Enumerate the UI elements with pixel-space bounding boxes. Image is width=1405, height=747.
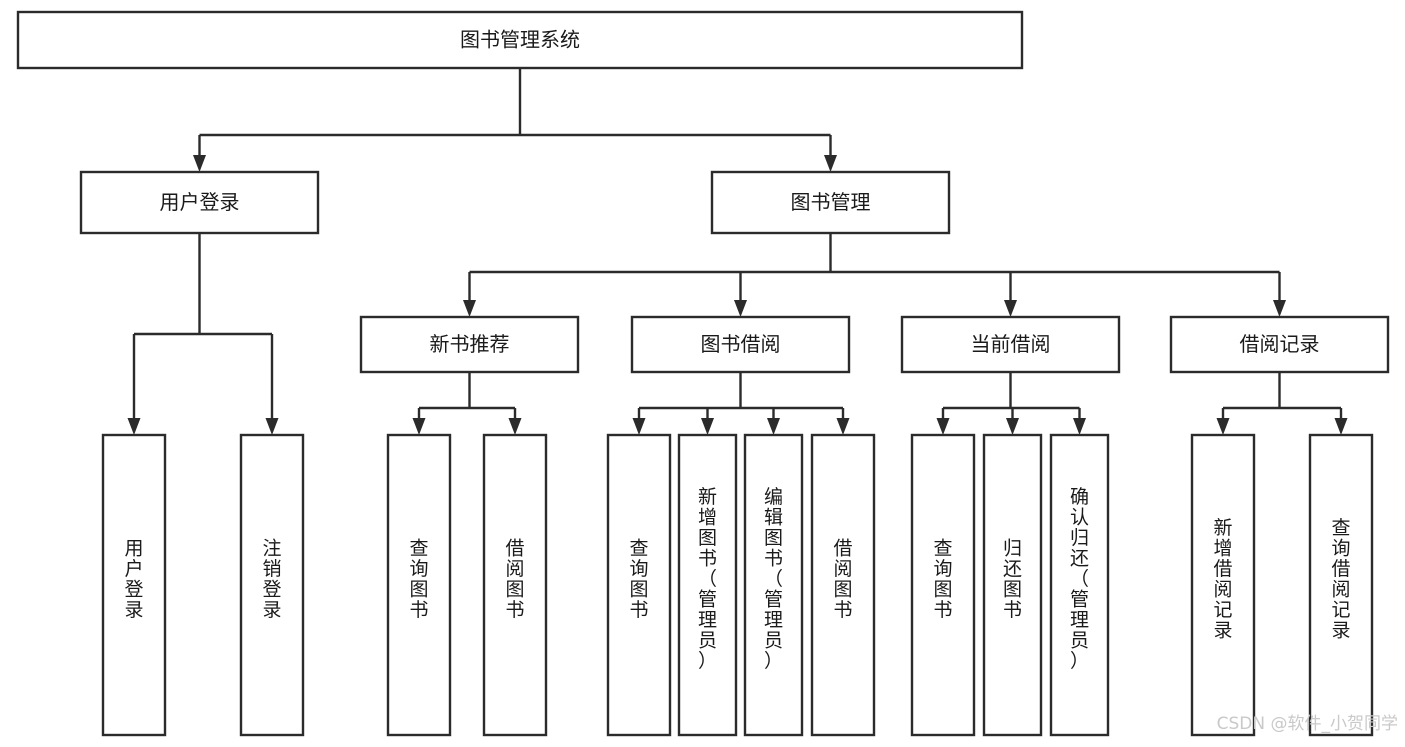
node-user-login[interactable]: 用户登录 <box>79 170 320 235</box>
arrow-head-icon <box>463 300 476 317</box>
node-label-leaf-query-book-2: 查询图书 <box>629 537 648 621</box>
node-label-leaf-user-login: 用户登录 <box>124 537 143 621</box>
node-leaf-borrow-book-2[interactable]: 借阅图书 <box>810 433 876 737</box>
node-box-leaf-query-book-2[interactable] <box>606 433 672 737</box>
arrow-head-icon <box>632 418 646 435</box>
arrow-head-icon <box>508 418 522 435</box>
node-box-borrow-record[interactable] <box>1169 315 1390 374</box>
arrow-head-icon <box>1006 418 1019 435</box>
node-box-root[interactable] <box>16 10 1024 70</box>
node-leaf-return-book[interactable]: 归还图书 <box>982 433 1043 737</box>
node-leaf-query-book-2[interactable]: 查询图书 <box>606 433 672 737</box>
node-current-borrow[interactable]: 当前借阅 <box>900 315 1121 374</box>
node-leaf-borrow-book-1[interactable]: 借阅图书 <box>482 433 548 737</box>
node-box-leaf-logout[interactable] <box>239 433 305 737</box>
node-label-borrow-record: 借阅记录 <box>1240 332 1320 356</box>
arrow-head-icon <box>1273 300 1286 317</box>
arrow-head-icon <box>193 155 206 172</box>
arrow-head-icon <box>701 418 714 435</box>
arrow-head-icon <box>824 155 837 172</box>
node-box-user-login[interactable] <box>79 170 320 235</box>
node-label-leaf-borrow-book-2: 借阅图书 <box>833 537 852 621</box>
node-new-book-recommend[interactable]: 新书推荐 <box>359 315 580 374</box>
node-label-leaf-return-book: 归还图书 <box>1003 537 1022 621</box>
node-box-book-borrow[interactable] <box>630 315 851 374</box>
arrow-head-icon <box>265 418 279 435</box>
node-label-book-borrow: 图书借阅 <box>701 332 781 356</box>
arrow-head-icon <box>1334 418 1348 435</box>
node-box-new-book-recommend[interactable] <box>359 315 580 374</box>
arrow-head-icon <box>936 418 950 435</box>
node-label-leaf-query-book-1: 查询图书 <box>409 537 428 621</box>
arrow-head-icon <box>1004 300 1017 317</box>
node-borrow-record[interactable]: 借阅记录 <box>1169 315 1390 374</box>
node-box-book-manage[interactable] <box>710 170 951 235</box>
arrow-head-icon <box>1216 418 1230 435</box>
edge-layer <box>127 68 1348 435</box>
node-leaf-query-record[interactable]: 查询借阅记录 <box>1308 433 1374 737</box>
node-box-leaf-confirm-return[interactable] <box>1049 433 1110 737</box>
node-leaf-query-book-3[interactable]: 查询图书 <box>910 433 976 737</box>
node-leaf-confirm-return[interactable]: 确认归还（管理员） <box>1049 433 1110 737</box>
node-label-leaf-add-book: 新增图书（管理员） <box>698 486 717 672</box>
node-book-manage[interactable]: 图书管理 <box>710 170 951 235</box>
node-label-leaf-add-record: 新增借阅记录 <box>1213 517 1232 642</box>
arrow-head-icon <box>1073 418 1086 435</box>
node-leaf-add-record[interactable]: 新增借阅记录 <box>1190 433 1256 737</box>
node-label-book-manage: 图书管理 <box>791 190 871 214</box>
node-leaf-query-book-1[interactable]: 查询图书 <box>386 433 452 737</box>
node-label-leaf-logout: 注销登录 <box>262 537 281 621</box>
node-label-leaf-query-book-3: 查询图书 <box>933 537 952 621</box>
node-leaf-logout[interactable]: 注销登录 <box>239 433 305 737</box>
node-label-leaf-confirm-return: 确认归还（管理员） <box>1070 486 1089 672</box>
node-box-leaf-query-record[interactable] <box>1308 433 1374 737</box>
arrow-head-icon <box>734 300 747 317</box>
node-leaf-user-login[interactable]: 用户登录 <box>101 433 167 737</box>
node-book-borrow[interactable]: 图书借阅 <box>630 315 851 374</box>
arrow-head-icon <box>836 418 850 435</box>
node-box-leaf-borrow-book-1[interactable] <box>482 433 548 737</box>
node-label-leaf-borrow-book-1: 借阅图书 <box>505 537 524 621</box>
node-label-leaf-query-record: 查询借阅记录 <box>1331 517 1350 642</box>
node-box-leaf-return-book[interactable] <box>982 433 1043 737</box>
node-box-leaf-query-book-3[interactable] <box>910 433 976 737</box>
node-root[interactable]: 图书管理系统 <box>16 10 1024 70</box>
arrow-head-icon <box>767 418 780 435</box>
node-label-new-book-recommend: 新书推荐 <box>430 332 510 356</box>
node-box-leaf-add-book[interactable] <box>677 433 738 737</box>
node-label-leaf-edit-book: 编辑图书（管理员） <box>764 486 783 672</box>
node-box-leaf-borrow-book-2[interactable] <box>810 433 876 737</box>
node-leaf-edit-book[interactable]: 编辑图书（管理员） <box>743 433 804 737</box>
node-box-leaf-edit-book[interactable] <box>743 433 804 737</box>
node-label-user-login: 用户登录 <box>160 190 240 214</box>
node-leaf-add-book[interactable]: 新增图书（管理员） <box>677 433 738 737</box>
node-box-leaf-user-login[interactable] <box>101 433 167 737</box>
node-label-root: 图书管理系统 <box>460 28 580 52</box>
csdn-watermark: CSDN @软件_小贺同学 <box>1217 714 1398 734</box>
node-box-current-borrow[interactable] <box>900 315 1121 374</box>
arrow-head-icon <box>412 418 426 435</box>
arrow-head-icon <box>127 418 141 435</box>
node-label-current-borrow: 当前借阅 <box>971 332 1051 356</box>
node-layer: 图书管理系统用户登录图书管理新书推荐图书借阅当前借阅借阅记录用户登录注销登录查询… <box>16 10 1390 737</box>
node-box-leaf-query-book-1[interactable] <box>386 433 452 737</box>
node-box-leaf-add-record[interactable] <box>1190 433 1256 737</box>
